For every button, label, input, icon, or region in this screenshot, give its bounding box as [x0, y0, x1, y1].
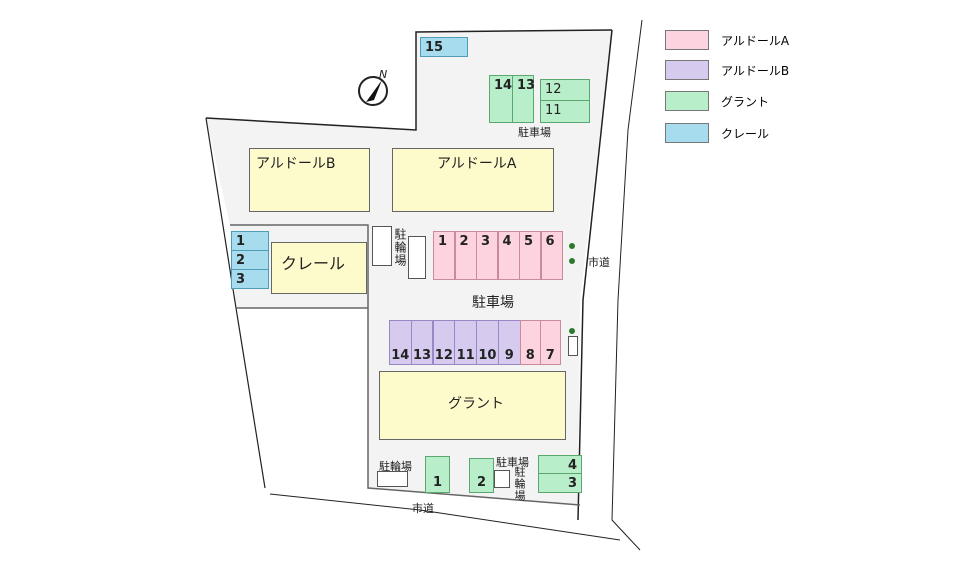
parking-space: 13 — [512, 75, 535, 123]
parking-space: 3 — [538, 473, 582, 493]
parking-space: 14 — [389, 320, 412, 365]
parking-label: 駐車場 — [518, 126, 551, 139]
parking-space: 2 — [231, 250, 269, 270]
parking-space: 2 — [454, 231, 477, 280]
parking-space: 7 — [540, 320, 561, 365]
parking-space: 1 — [425, 456, 450, 493]
legend-swatch — [665, 91, 709, 111]
building-aldol-a — [392, 148, 554, 212]
building-label: クレール — [281, 254, 346, 273]
parking-space: 4 — [497, 231, 520, 280]
parking-label: 駐車場 — [496, 456, 529, 469]
legend-label: アルドールB — [721, 63, 790, 78]
bicycle-shelter — [494, 470, 510, 488]
parking-space: 12 — [432, 320, 456, 365]
legend-swatch — [665, 60, 709, 80]
parking-space: 5 — [519, 231, 541, 280]
bicycle-parking-label: 駐輪場 — [379, 460, 412, 473]
parking-label: 駐車場 — [472, 295, 514, 311]
building-clair — [271, 242, 367, 294]
parking-space: 11 — [454, 320, 477, 365]
legend-label: グラント — [721, 94, 770, 109]
parking-space: 1 — [231, 231, 269, 251]
parking-space: 6 — [540, 231, 563, 280]
legend-item-grant: グラント — [665, 91, 769, 111]
parking-space: 9 — [498, 320, 521, 365]
legend-swatch — [665, 123, 709, 143]
parking-space: 3 — [231, 269, 269, 289]
bicycle-shelter — [408, 236, 426, 279]
building-aldol-b — [249, 148, 370, 212]
compass-north-icon — [358, 76, 388, 106]
bicycle-shelter — [377, 471, 408, 487]
bicycle-parking-label: 駐輪場 — [393, 228, 407, 267]
legend-item-aldol-a: アルドールA — [665, 30, 789, 50]
bicycle-shelter — [568, 336, 578, 356]
parking-space: 15 — [420, 37, 468, 57]
bicycle-shelter — [372, 226, 392, 266]
legend-label: アルドールA — [721, 33, 790, 48]
tree-icon — [569, 243, 575, 249]
parking-space: 8 — [520, 320, 541, 365]
legend-label: クレール — [721, 126, 770, 141]
parking-space: 10 — [476, 320, 499, 365]
legend-swatch — [665, 30, 709, 50]
parking-space: 2 — [469, 458, 494, 493]
parking-space: 4 — [538, 455, 582, 474]
building-label: アルドールA — [437, 156, 517, 172]
parking-space: 1 — [433, 231, 455, 280]
building-label: グラント — [448, 396, 504, 412]
city-road-label: 市道 — [412, 502, 434, 515]
tree-icon — [569, 258, 575, 264]
parking-space: 13 — [410, 320, 434, 365]
parking-space: 12 — [540, 79, 590, 101]
legend-item-aldol-b: アルドールB — [665, 60, 789, 80]
tree-icon — [569, 328, 575, 334]
building-label: アルドールB — [256, 156, 336, 172]
city-road-label: 市道 — [588, 256, 610, 269]
legend-item-clair: クレール — [665, 123, 769, 143]
parking-space: 3 — [476, 231, 498, 280]
compass-label: N — [379, 68, 388, 81]
parking-space: 14 — [489, 75, 513, 123]
bicycle-parking-label: 駐輪場 — [513, 466, 526, 502]
parking-space: 11 — [540, 100, 590, 123]
building-grant — [379, 371, 566, 440]
